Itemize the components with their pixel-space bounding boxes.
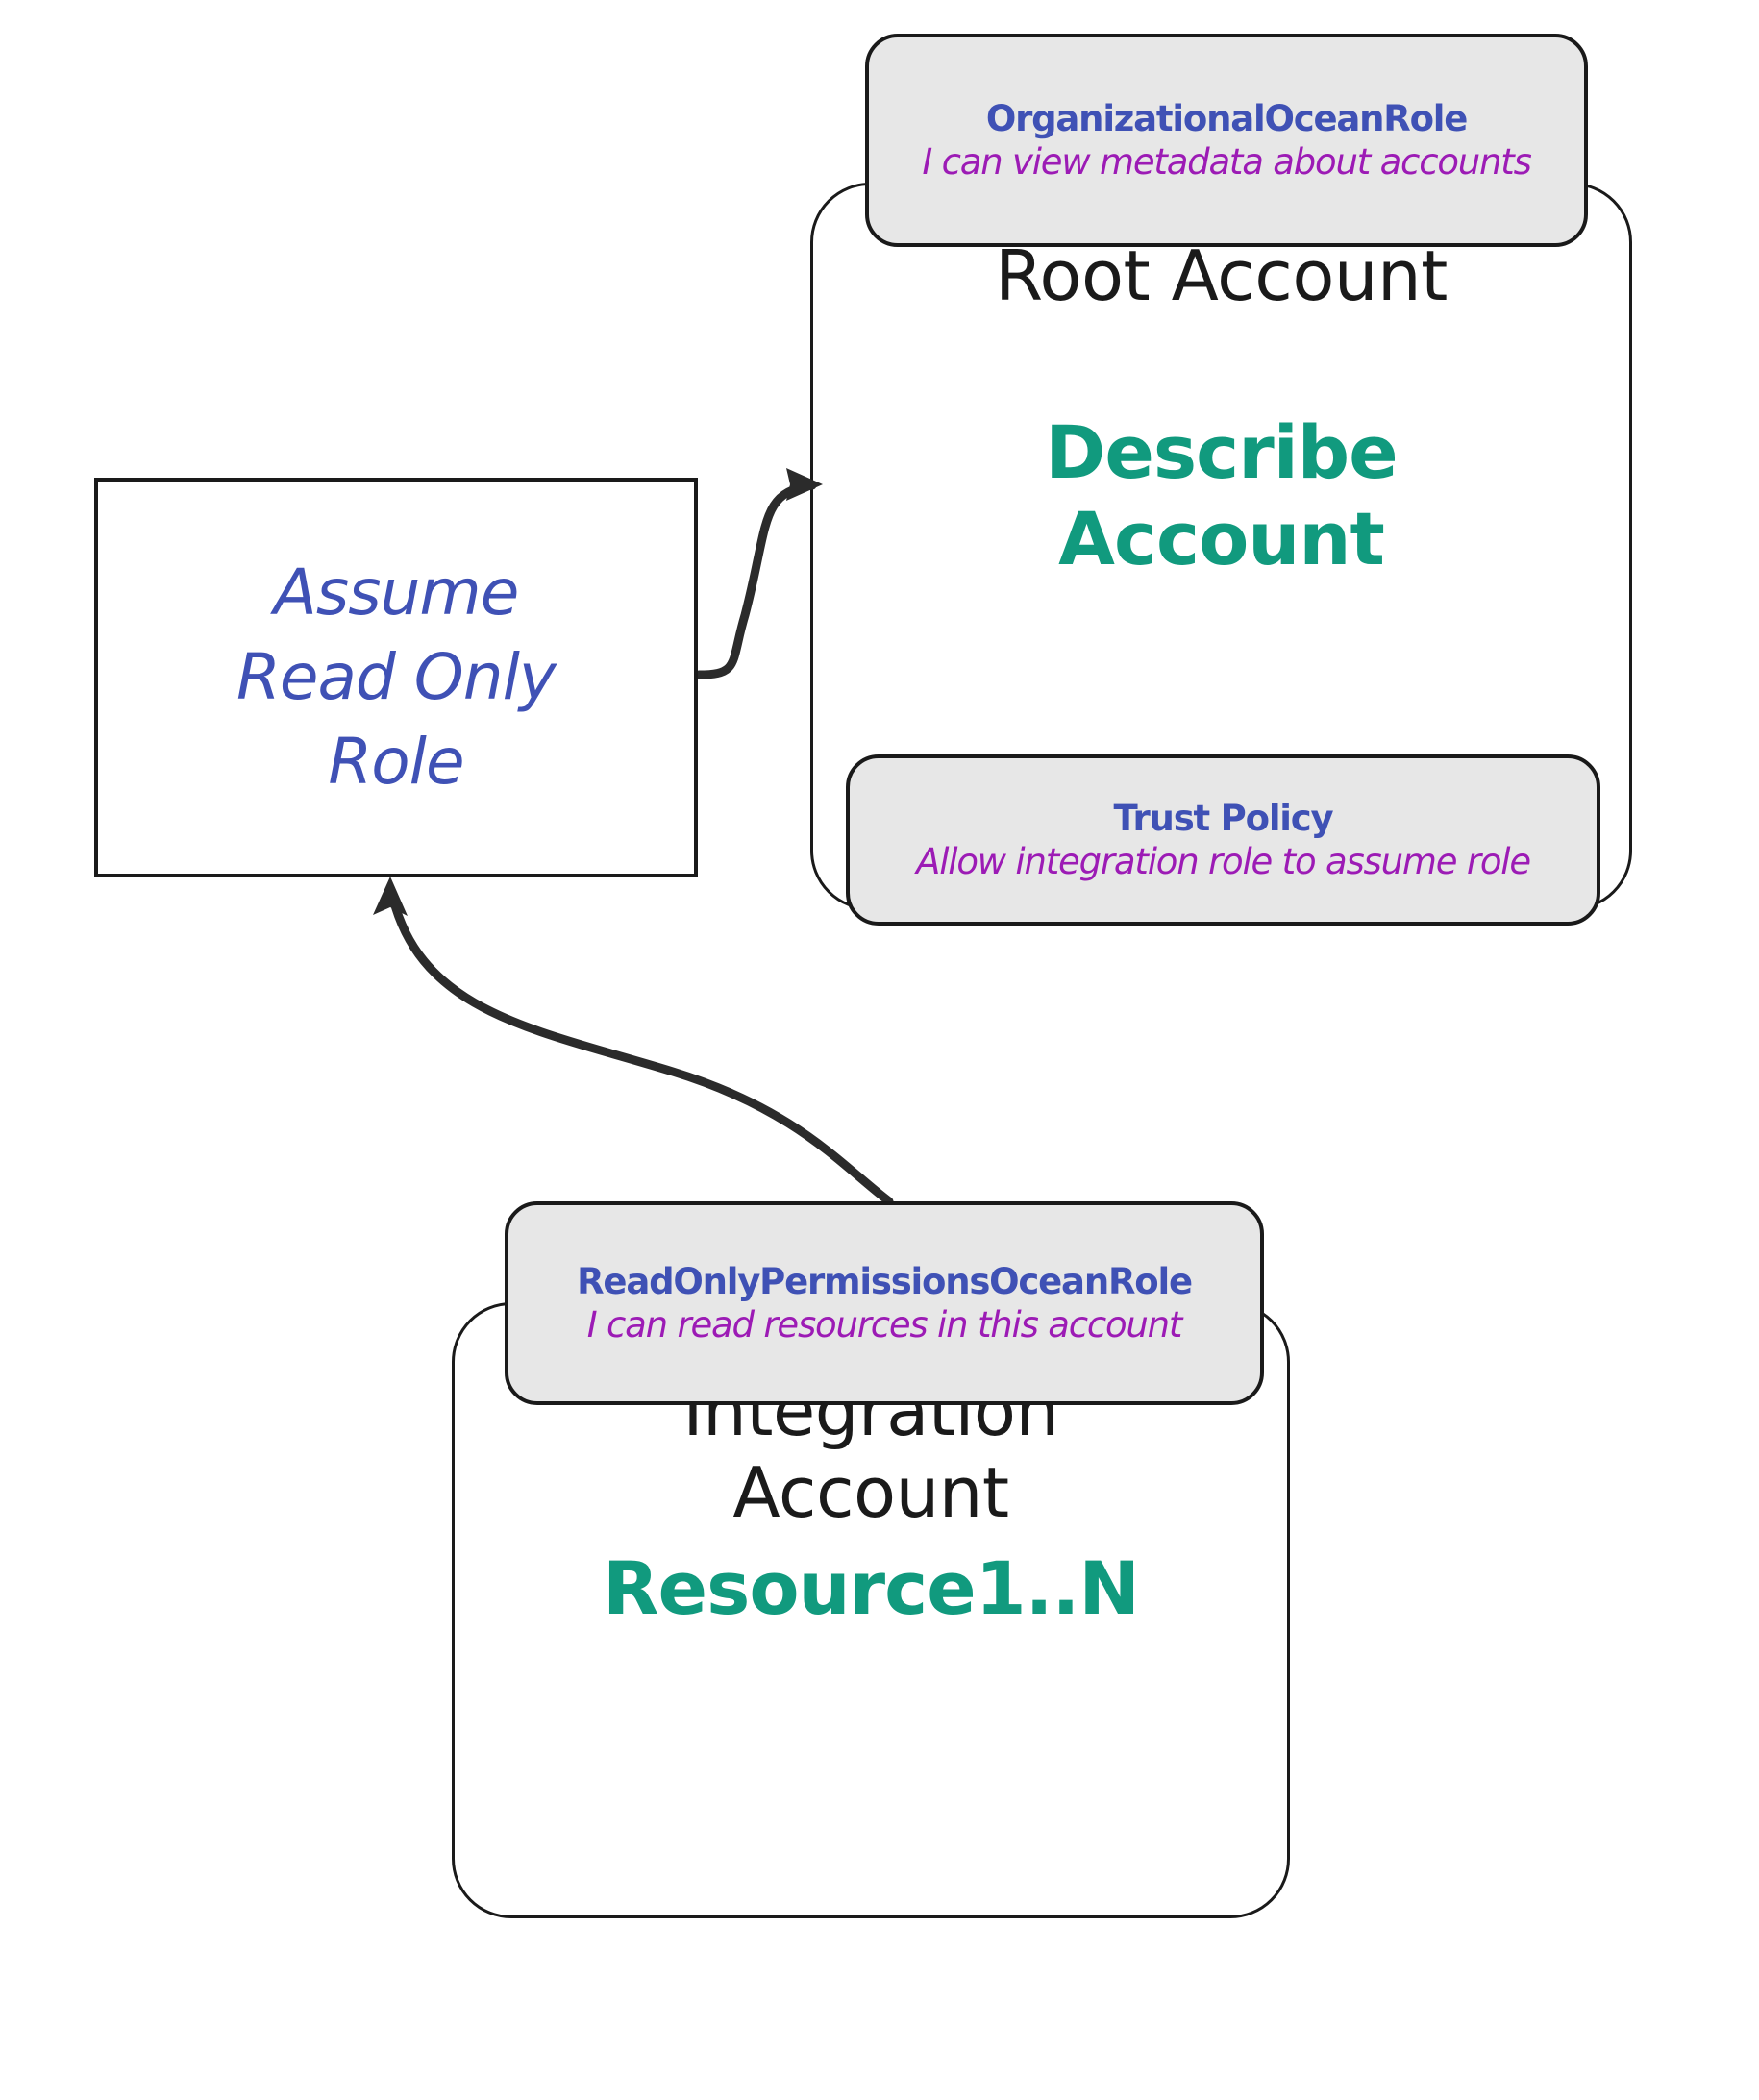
integration-account-role-name: ReadOnlyPermissionsOceanRole <box>577 1260 1193 1302</box>
edge-assume-to-root-path <box>694 481 817 679</box>
edge-integration-to-assume-path <box>388 894 894 1206</box>
root-account-role-name: OrganizationalOceanRole <box>985 97 1469 139</box>
root-account-trust-policy-chip[interactable]: Trust Policy Allow integration role to a… <box>846 754 1600 926</box>
edge-integration-to-assume-arrowhead <box>373 877 408 916</box>
edge-assume-to-root <box>694 468 823 679</box>
assume-read-only-role-node[interactable]: Assume Read Only Role <box>94 478 698 877</box>
root-account-node[interactable]: Root Account Describe Account <box>810 183 1632 910</box>
assume-read-only-role-label: Assume Read Only Role <box>236 551 557 803</box>
integration-account-role-description: I can read resources in this account <box>586 1304 1183 1346</box>
integration-account-role-chip[interactable]: ReadOnlyPermissionsOceanRole I can read … <box>505 1201 1264 1405</box>
root-account-role-chip[interactable]: OrganizationalOceanRole I can view metad… <box>865 34 1588 247</box>
trust-policy-name: Trust Policy <box>1113 797 1334 839</box>
trust-policy-description: Allow integration role to assume role <box>916 841 1531 882</box>
root-account-body: Root Account Describe Account <box>813 235 1629 581</box>
integration-account-body: Integration Account Resource1..N <box>455 1371 1287 1632</box>
root-account-title: Root Account <box>995 235 1448 316</box>
edge-integration-to-assume <box>373 877 894 1206</box>
assume-role-line-2: Read Only <box>236 640 557 715</box>
integration-account-title-line-2: Account <box>732 1451 1009 1533</box>
root-account-action-line-2: Account <box>1058 495 1385 581</box>
integration-account-resources: Resource1..N <box>603 1544 1140 1631</box>
root-account-action-line-1: Describe <box>1045 408 1398 495</box>
root-account-role-description: I can view metadata about accounts <box>922 141 1532 183</box>
assume-role-line-1: Assume <box>273 556 520 630</box>
assume-role-line-3: Role <box>328 724 464 799</box>
